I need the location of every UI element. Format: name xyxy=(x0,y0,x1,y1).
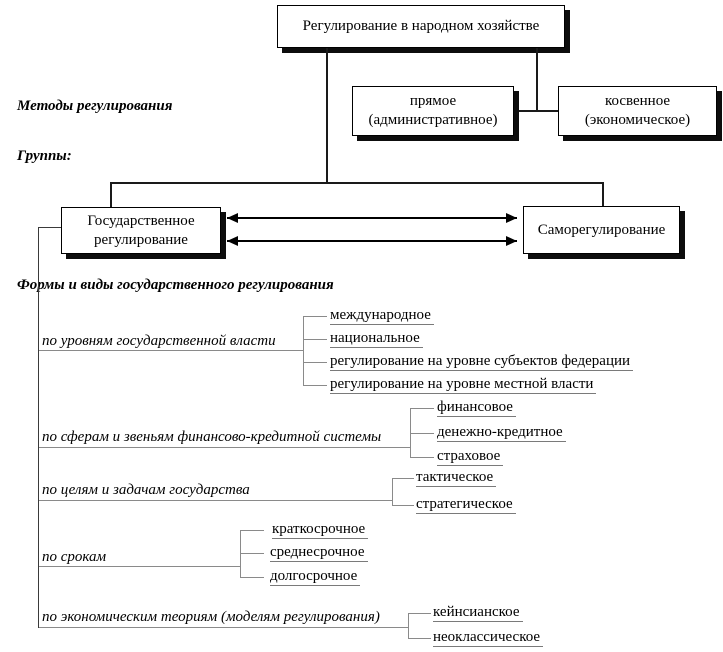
arrow-right-head-icon xyxy=(506,213,517,223)
leaf-item: денежно-кредитное xyxy=(437,424,566,442)
branch-spheres-tick xyxy=(410,408,434,409)
branch-terms-bracket xyxy=(240,530,241,578)
branch-terms-tick xyxy=(240,530,264,531)
connector-root-to-methods xyxy=(536,48,538,111)
branch-terms-tick xyxy=(240,577,264,578)
double-arrow-top xyxy=(227,213,517,223)
leaf-item: регулирование на уровне местной власти xyxy=(330,376,597,394)
leaf-item: регулирование на уровне субъектов федера… xyxy=(330,353,634,371)
leaf-item: стратегическое xyxy=(416,496,516,514)
branch-levels-tick xyxy=(303,385,327,386)
state-regulation-label: Государственное регулирование xyxy=(87,212,195,248)
branch-spheres-tick xyxy=(410,457,434,458)
branch-levels-label: по уровням государственной власти xyxy=(42,333,276,349)
root-box: Регулирование в народном хозяйстве xyxy=(277,5,565,48)
leaf-item: финансовое xyxy=(437,399,516,417)
branch-theories-label: по экономическим теориям (моделям регули… xyxy=(42,609,380,625)
root-box-label: Регулирование в народном хозяйстве xyxy=(302,18,540,35)
groups-right-drop xyxy=(602,182,604,207)
state-regulation-box: Государственное регулирование xyxy=(61,207,221,254)
branch-theories-line xyxy=(39,627,409,628)
methods-section-label: Методы регулирования xyxy=(17,98,173,114)
direct-method-box: прямое (административное) xyxy=(352,86,514,136)
branch-spheres-line xyxy=(39,447,411,448)
leaf-item: тактическое xyxy=(416,469,497,487)
connector-methods-horizontal xyxy=(514,110,558,112)
branch-theories-bracket xyxy=(408,613,409,639)
branch-goals-bracket xyxy=(392,478,393,506)
leaf-item: краткосрочное xyxy=(272,521,369,539)
self-regulation-box: Саморегулирование xyxy=(523,206,680,254)
branch-goals-tick xyxy=(392,478,414,479)
branch-goals-line xyxy=(39,500,393,501)
branch-goals-tick xyxy=(392,505,414,506)
branch-spheres-label: по сферам и звеньям финансово-кредитной … xyxy=(42,429,382,445)
leaf-item: неоклассическое xyxy=(433,629,544,647)
groups-section-label: Группы: xyxy=(17,148,72,164)
branch-levels-bracket xyxy=(303,316,304,386)
indirect-method-label: косвенное (экономическое) xyxy=(584,93,691,128)
connector-root-to-groups xyxy=(326,48,328,183)
branch-theories-tick xyxy=(408,638,431,639)
leaf-item: долгосрочное xyxy=(270,568,361,586)
leaf-item: среднесрочное xyxy=(270,544,368,562)
arrow-right-head-icon xyxy=(506,236,517,246)
branch-levels-tick xyxy=(303,362,327,363)
branch-theories-tick xyxy=(408,613,431,614)
arrow-left-head-icon xyxy=(227,236,238,246)
branch-levels-tick xyxy=(303,339,327,340)
branch-goals-label: по целям и задачам государства xyxy=(42,482,250,498)
branch-terms-line xyxy=(39,566,241,567)
double-arrow-bottom xyxy=(227,236,517,246)
leaf-item: страховое xyxy=(437,448,504,466)
self-regulation-label: Саморегулирование xyxy=(537,221,666,238)
branch-levels-line xyxy=(39,350,304,351)
branch-levels-tick xyxy=(303,316,327,317)
groups-top-line xyxy=(110,182,604,184)
forms-section-label: Формы и виды государственного регулирова… xyxy=(17,277,334,293)
leaf-item: международное xyxy=(330,307,434,325)
indirect-method-box: косвенное (экономическое) xyxy=(558,86,717,136)
direct-method-label: прямое (административное) xyxy=(368,93,498,128)
groups-left-drop xyxy=(110,182,112,208)
trunk-stub xyxy=(38,227,61,228)
leaf-item: кейнсианское xyxy=(433,604,523,622)
branch-terms-label: по срокам xyxy=(42,549,107,565)
branch-terms-tick xyxy=(240,553,264,554)
leaf-item: национальное xyxy=(330,330,423,348)
arrow-left-head-icon xyxy=(227,213,238,223)
branch-spheres-tick xyxy=(410,433,434,434)
trunk-vertical xyxy=(38,227,39,628)
